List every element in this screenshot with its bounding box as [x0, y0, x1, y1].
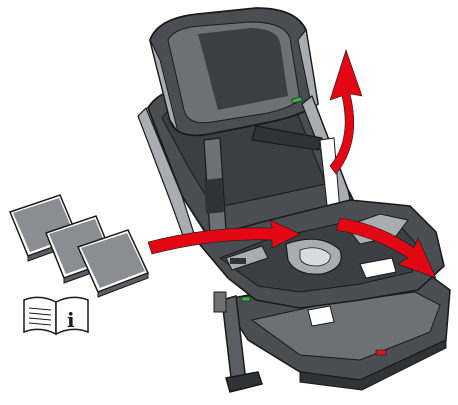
book-stack-icon — [10, 195, 148, 297]
seat-headrest — [150, 8, 318, 135]
red-indicator — [376, 350, 386, 355]
manual-info-icon: i — [24, 297, 88, 334]
green-indicator-base — [242, 297, 250, 301]
manual-info-glyph: i — [67, 308, 75, 332]
